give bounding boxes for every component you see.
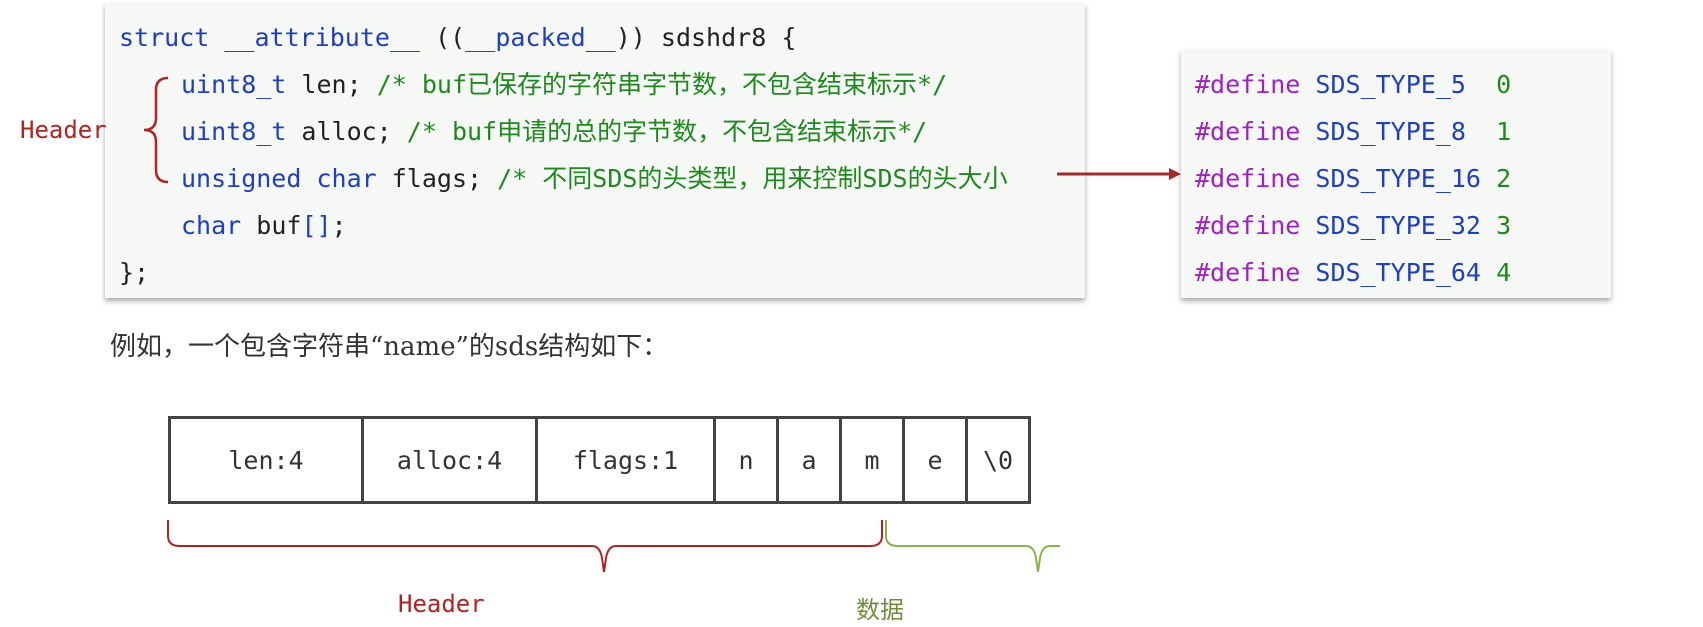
field-buf: buf [256,211,302,240]
define-line: #define SDS_TYPE_16 2 [1195,164,1511,194]
struct-code-block: struct __attribute__ ((__packed__)) sdsh… [105,3,1085,298]
cell-char-n: n [713,416,779,504]
flags-arrow [1057,168,1181,180]
define-value: 1 [1496,117,1512,146]
struct-name: sdshdr8 { [660,23,797,52]
define-line: #define SDS_TYPE_5 0 [1195,70,1511,100]
cell-char-e: e [902,416,968,504]
type-char: char [181,211,242,240]
cell-char-a: a [776,416,842,504]
define-directive: #define [1195,70,1301,99]
type-uint8-alloc: uint8_t [181,117,287,146]
code-line-buf: char buf[]; [181,211,347,241]
define-directive: #define [1195,211,1301,240]
define-value: 3 [1496,211,1512,240]
define-directive: #define [1195,117,1301,146]
paren-open: (( [435,23,466,52]
data-bottom-brace [885,520,1060,573]
buf-semicolon: ; [331,211,347,240]
field-alloc: alloc; [301,117,392,146]
code-line-flags: unsigned char flags; /* 不同SDS的头类型，用来控制SD… [181,164,1008,194]
header-bottom-label: Header [398,590,485,618]
field-len: len; [301,70,362,99]
type-unsigned-char: unsigned char [181,164,377,193]
define-name: SDS_TYPE_64 [1315,258,1481,287]
define-name: SDS_TYPE_16 [1315,164,1481,193]
define-value: 2 [1496,164,1512,193]
example-sentence: 例如，一个包含字符串“name”的sds结构如下： [110,332,669,362]
cell-char-m: m [839,416,905,504]
field-flags: flags; [391,164,483,193]
define-name: SDS_TYPE_5 [1315,70,1481,99]
keyword-attribute: __attribute__ [224,23,421,52]
code-line-len: uint8_t len; /* buf已保存的字符串字节数，不包含结束标示*/ [181,70,947,100]
data-bottom-label: 数据 [856,596,904,624]
define-directive: #define [1195,164,1301,193]
keyword-struct: struct [119,23,210,52]
header-left-brace [143,76,169,184]
cell-char-null: \0 [965,416,1031,504]
type-uint8-len: uint8_t [181,70,287,99]
code-line-alloc: uint8_t alloc; /* buf申请的总的字节数，不包含结束标示*/ [181,117,927,147]
comment-len: /* buf已保存的字符串字节数，不包含结束标示*/ [376,70,948,99]
define-value: 0 [1496,70,1512,99]
header-brace-label-left: Header [20,116,107,144]
define-line: #define SDS_TYPE_8 1 [1195,117,1511,147]
cell-flags: flags:1 [535,416,716,504]
comment-flags: /* 不同SDS的头类型，用来控制SDS的头大小 [497,164,1008,193]
comment-alloc: /* buf申请的总的字节数，不包含结束标示*/ [406,117,928,146]
bottom-braces [167,520,1060,573]
code-line-close: }; [119,258,150,287]
sds-structure-row: len:4 alloc:4 flags:1 n a m e \0 [168,416,1031,504]
cell-len: len:4 [168,416,364,504]
keyword-packed: __packed__ [465,23,616,52]
paren-close: )) [615,23,646,52]
header-bottom-brace [167,520,883,573]
code-line-struct: struct __attribute__ ((__packed__)) sdsh… [119,23,796,53]
define-code-block: #define SDS_TYPE_5 0 #define SDS_TYPE_8 … [1181,50,1611,298]
define-line: #define SDS_TYPE_64 4 [1195,258,1511,288]
buf-brackets: [] [301,211,332,240]
define-value: 4 [1496,258,1512,287]
define-name: SDS_TYPE_32 [1315,211,1481,240]
define-directive: #define [1195,258,1301,287]
define-name: SDS_TYPE_8 [1315,117,1481,146]
define-line: #define SDS_TYPE_32 3 [1195,211,1511,241]
cell-alloc: alloc:4 [361,416,538,504]
